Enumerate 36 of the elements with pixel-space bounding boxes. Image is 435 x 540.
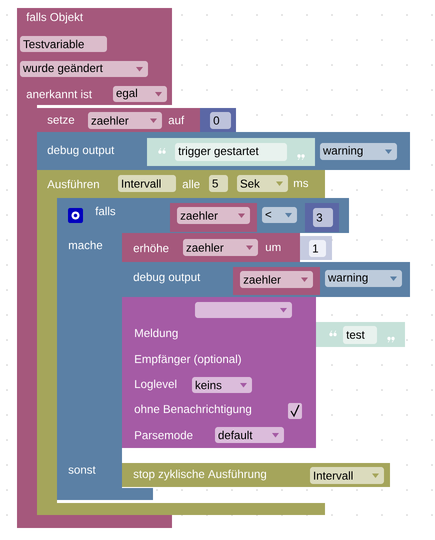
dropdown-field: wurde geändert	[20, 61, 148, 77]
number-block: 1	[300, 236, 332, 260]
dropdown-field	[195, 302, 292, 318]
node-label: zaehler	[180, 211, 218, 220]
variable-field: Intervall	[118, 175, 176, 192]
node-label: anerkannt ist	[26, 90, 92, 98]
node-label: ms	[294, 180, 308, 188]
dropdown-field: warning	[320, 143, 397, 160]
node-label: Ausführen	[47, 180, 99, 188]
if-block: falls mache sonst	[57, 198, 122, 500]
dropdown-field: warning	[325, 270, 402, 287]
checkbox	[288, 403, 302, 419]
node-label: alle	[182, 180, 200, 188]
variable-block: zaehler	[233, 267, 320, 295]
node-label: falls	[95, 206, 116, 216]
text-block: test	[316, 322, 405, 347]
variable-block: zaehler	[170, 203, 257, 232]
node-label: sonst	[68, 466, 96, 474]
number-block: 0	[200, 108, 236, 132]
dropdown-field: keins	[192, 377, 252, 393]
dropdown-field: Sek	[237, 175, 288, 192]
node-label: setze	[48, 116, 74, 124]
variable-field: Testvariable	[20, 36, 107, 52]
dropdown-field: default	[215, 427, 284, 443]
dropdown-field: egal	[113, 86, 167, 102]
dropdown-field: zaehler	[88, 112, 162, 129]
dropdown-field: zaehler	[183, 239, 258, 256]
node-label: mache	[68, 240, 102, 250]
node-label: auf	[168, 116, 184, 124]
node-label: debug output	[134, 272, 200, 284]
dropdown-field: Intervall	[310, 467, 384, 484]
number-block: 3	[305, 203, 339, 232]
number-field: 5	[209, 175, 228, 192]
dropdown-field: <	[262, 207, 297, 223]
text-block: trigger gestartet	[147, 138, 315, 166]
node-label: falls Objekt	[26, 12, 83, 24]
